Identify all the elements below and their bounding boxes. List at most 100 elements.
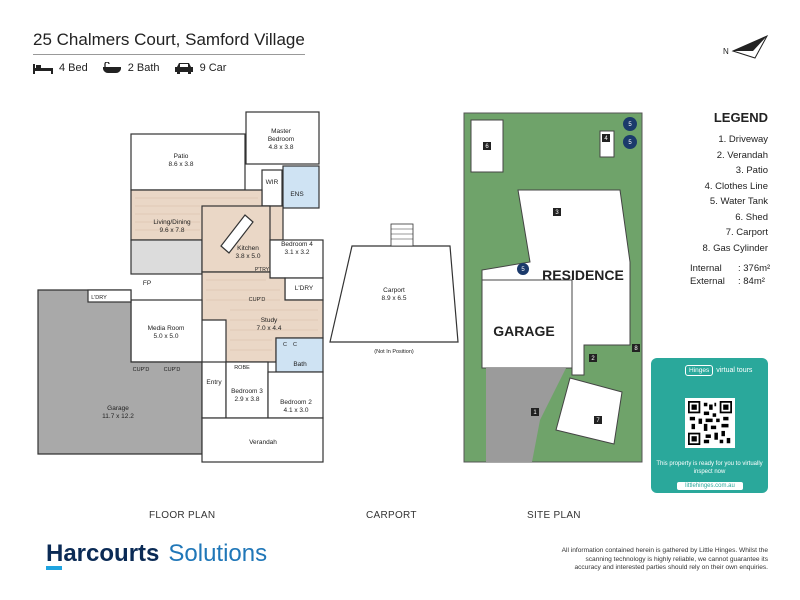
- brand-accent: [46, 566, 62, 570]
- marker-3-bg: [553, 208, 561, 216]
- site-residence-label: RESIDENCE: [542, 267, 624, 283]
- c-label-1: C: [283, 342, 287, 348]
- virtual-tours-tag: virtual tours: [716, 367, 753, 374]
- virtual-tour-card[interactable]: Hinges virtual tours This property is re…: [651, 358, 768, 493]
- marker-2: 2: [591, 356, 595, 362]
- baths-count: 2 Bath: [127, 62, 160, 74]
- carport-stairs: [390, 223, 414, 247]
- legend-item: 2. Verandah: [716, 149, 768, 161]
- media-label: Media Room: [148, 325, 185, 332]
- bed3-size: 2.9 x 3.8: [235, 396, 260, 403]
- site-carport: [555, 377, 623, 445]
- marker-5c: 5: [521, 267, 525, 273]
- entry-hall: [201, 361, 227, 419]
- legend-item: 4. Clothes Line: [704, 180, 768, 192]
- ensuite-room: [282, 165, 320, 209]
- bedroom-3: [225, 361, 269, 419]
- robe-label-bed3: ROBE: [234, 365, 250, 371]
- little-hinges-logo: Hinges virtual tours: [685, 365, 752, 376]
- wir-room: [261, 169, 283, 207]
- internal-area-value: : 376m²: [738, 263, 771, 274]
- marker-4-bg: [602, 134, 610, 142]
- marker-5a: 5: [628, 122, 632, 128]
- garage-size: 11.7 x 12.2: [102, 413, 134, 420]
- bed4-size: 3.1 x 3.2: [285, 249, 310, 256]
- marker-8: 8: [634, 346, 638, 352]
- marker-5b: 5: [628, 140, 632, 146]
- site-water-tank-1: [623, 117, 637, 131]
- verandah-area: [201, 417, 324, 463]
- cupd-label-3: CUP'D: [164, 367, 181, 373]
- site-water-tank-2: [623, 135, 637, 149]
- site-water-tank-3: [517, 263, 529, 275]
- hinges-brand: Hinges: [685, 365, 714, 376]
- legend-item: 6. Shed: [735, 211, 768, 223]
- site-labels: RESIDENCE GARAGE 1 2 3 4 5 5 5 6 7 8: [483, 122, 640, 424]
- media-size: 5.0 x 5.0: [154, 333, 179, 340]
- carport-labels: Carport 8.9 x 6.5 (Not In Position): [374, 287, 414, 355]
- carport-caption: CARPORT: [366, 510, 417, 521]
- area-summary: Internal: 376m² External: 84m²: [690, 262, 770, 288]
- qr-code-icon[interactable]: [685, 398, 735, 448]
- internal-area-label: Internal: [690, 263, 722, 274]
- marker-2-bg: [589, 354, 597, 362]
- entry-label: Entry: [206, 379, 222, 386]
- bed3-label: Bedroom 3: [231, 388, 263, 395]
- master-bedroom: [245, 111, 320, 165]
- legend-item: 7. Carport: [725, 227, 768, 238]
- media-room: [130, 299, 203, 363]
- ens-label: ENS: [290, 191, 304, 198]
- title-divider: [33, 54, 305, 55]
- patio-area: [130, 133, 246, 191]
- living-size: 9.6 x 7.8: [160, 227, 185, 234]
- marker-6-bg: [483, 142, 491, 150]
- patio-size: 8.6 x 3.8: [169, 161, 194, 168]
- car-icon: [174, 63, 193, 74]
- brand-name: Harcourts: [46, 540, 160, 567]
- garage-label: Garage: [107, 405, 129, 412]
- cupd-label-2: CUP'D: [133, 367, 150, 373]
- bath-label: Bath: [293, 361, 307, 368]
- legend-item: 5. Water Tank: [709, 196, 768, 207]
- pantry-label: P'TRY: [255, 267, 270, 273]
- marker-4: 4: [604, 136, 608, 142]
- site-plan: [463, 112, 643, 463]
- baths-feature: 2 Bath: [102, 62, 160, 74]
- wir-label: WIR: [266, 179, 279, 186]
- north-arrow-icon: N: [723, 34, 769, 59]
- cars-count: 9 Car: [199, 62, 227, 74]
- marker-1: 1: [533, 410, 537, 416]
- cupd-label-1: CUP'D: [249, 297, 266, 303]
- bedroom-4: [269, 239, 324, 279]
- north-label: N: [723, 47, 729, 56]
- site-garage-label: GARAGE: [493, 323, 554, 339]
- marker-1-bg: [531, 408, 539, 416]
- master-label-2: Bedroom: [268, 136, 294, 143]
- site-plan-caption: SITE PLAN: [527, 510, 581, 521]
- marker-7-bg: [594, 416, 602, 424]
- ldry-label: L'DRY: [295, 285, 314, 292]
- bedroom-2: [267, 371, 324, 419]
- floor-plan-labels: Patio 8.6 x 3.8 Master Bedroom 4.8 x 3.8…: [91, 128, 314, 446]
- property-features: 4 Bed 2 Bath 9 Car: [33, 62, 226, 74]
- garage-laundry: [87, 289, 132, 303]
- virtual-tour-link[interactable]: littlehinges.com.au: [677, 482, 743, 490]
- disclaimer-text: All information contained herein is gath…: [561, 547, 768, 571]
- carport-note: (Not In Position): [374, 349, 414, 355]
- floor-plan-caption: FLOOR PLAN: [149, 510, 216, 521]
- legend: LEGEND 1. Driveway 2. Verandah 3. Patio …: [652, 110, 768, 256]
- legend-item: 3. Patio: [735, 165, 768, 176]
- site-garage: [481, 279, 573, 369]
- marker-7: 7: [596, 418, 600, 424]
- bed4-label: Bedroom 4: [281, 241, 313, 248]
- master-label: Master: [271, 128, 292, 135]
- legend-item: 1. Driveway: [718, 134, 768, 145]
- carport-outline: [329, 245, 459, 343]
- ldry-garage-label: L'DRY: [91, 295, 107, 301]
- bath-icon: [102, 62, 121, 74]
- kitchen-island: [220, 214, 254, 254]
- kitchen-size: 3.8 x 5.0: [236, 253, 261, 260]
- legend-title: LEGEND: [713, 110, 768, 125]
- verandah-label: Verandah: [249, 439, 277, 446]
